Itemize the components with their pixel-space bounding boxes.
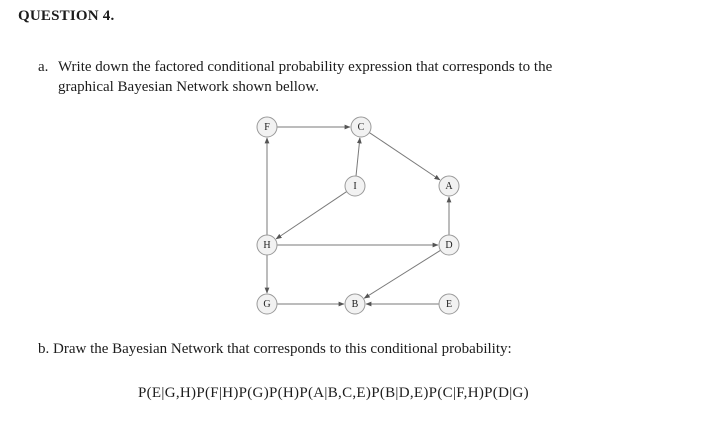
edge-i-to-c: [355, 137, 362, 177]
node-g: G: [256, 293, 278, 315]
node-e: E: [438, 293, 460, 315]
node-circle: [438, 293, 460, 315]
node-circle: [438, 175, 460, 197]
node-label: B: [352, 299, 359, 310]
node-circle: [438, 234, 460, 256]
node-a: A: [438, 175, 460, 197]
part-a-text: a. Write down the factored conditional pr…: [38, 57, 688, 97]
node-label: A: [445, 181, 453, 192]
node-c: C: [350, 116, 372, 138]
node-circle: [256, 293, 278, 315]
node-circle: [350, 116, 372, 138]
question-title: QUESTION 4.: [18, 8, 115, 24]
node-circle: [256, 116, 278, 138]
part-b-text: b. Draw the Bayesian Network that corres…: [38, 341, 512, 358]
node-label: G: [263, 299, 270, 310]
part-b-label: b.: [38, 341, 50, 357]
node-circle: [256, 234, 278, 256]
part-a-label: a.: [38, 59, 49, 75]
node-label: I: [353, 181, 356, 192]
node-d: D: [438, 234, 460, 256]
edge-i-to-h: [275, 191, 347, 240]
node-i: I: [344, 175, 366, 197]
network-edges: [264, 124, 452, 307]
node-label: D: [445, 240, 452, 251]
node-label: E: [446, 299, 452, 310]
node-label: H: [263, 240, 270, 251]
edge-d-to-b: [363, 249, 441, 299]
edge-c-to-a: [369, 132, 441, 181]
node-f: F: [256, 116, 278, 138]
node-label: C: [358, 122, 365, 133]
node-b: B: [344, 293, 366, 315]
part-a-line1: Write down the factored conditional prob…: [58, 59, 553, 75]
probability-formula: P(E|G,H)P(F|H)P(G)P(H)P(A|B,C,E)P(B|D,E)…: [138, 385, 529, 401]
node-label: F: [264, 122, 270, 133]
node-circle: [344, 175, 366, 197]
part-b-instruction: Draw the Bayesian Network that correspon…: [53, 341, 512, 357]
part-a-line2: graphical Bayesian Network shown bellow.: [58, 79, 320, 95]
node-circle: [344, 293, 366, 315]
network-nodes: F C I A H D G B E: [256, 116, 460, 315]
node-h: H: [256, 234, 278, 256]
